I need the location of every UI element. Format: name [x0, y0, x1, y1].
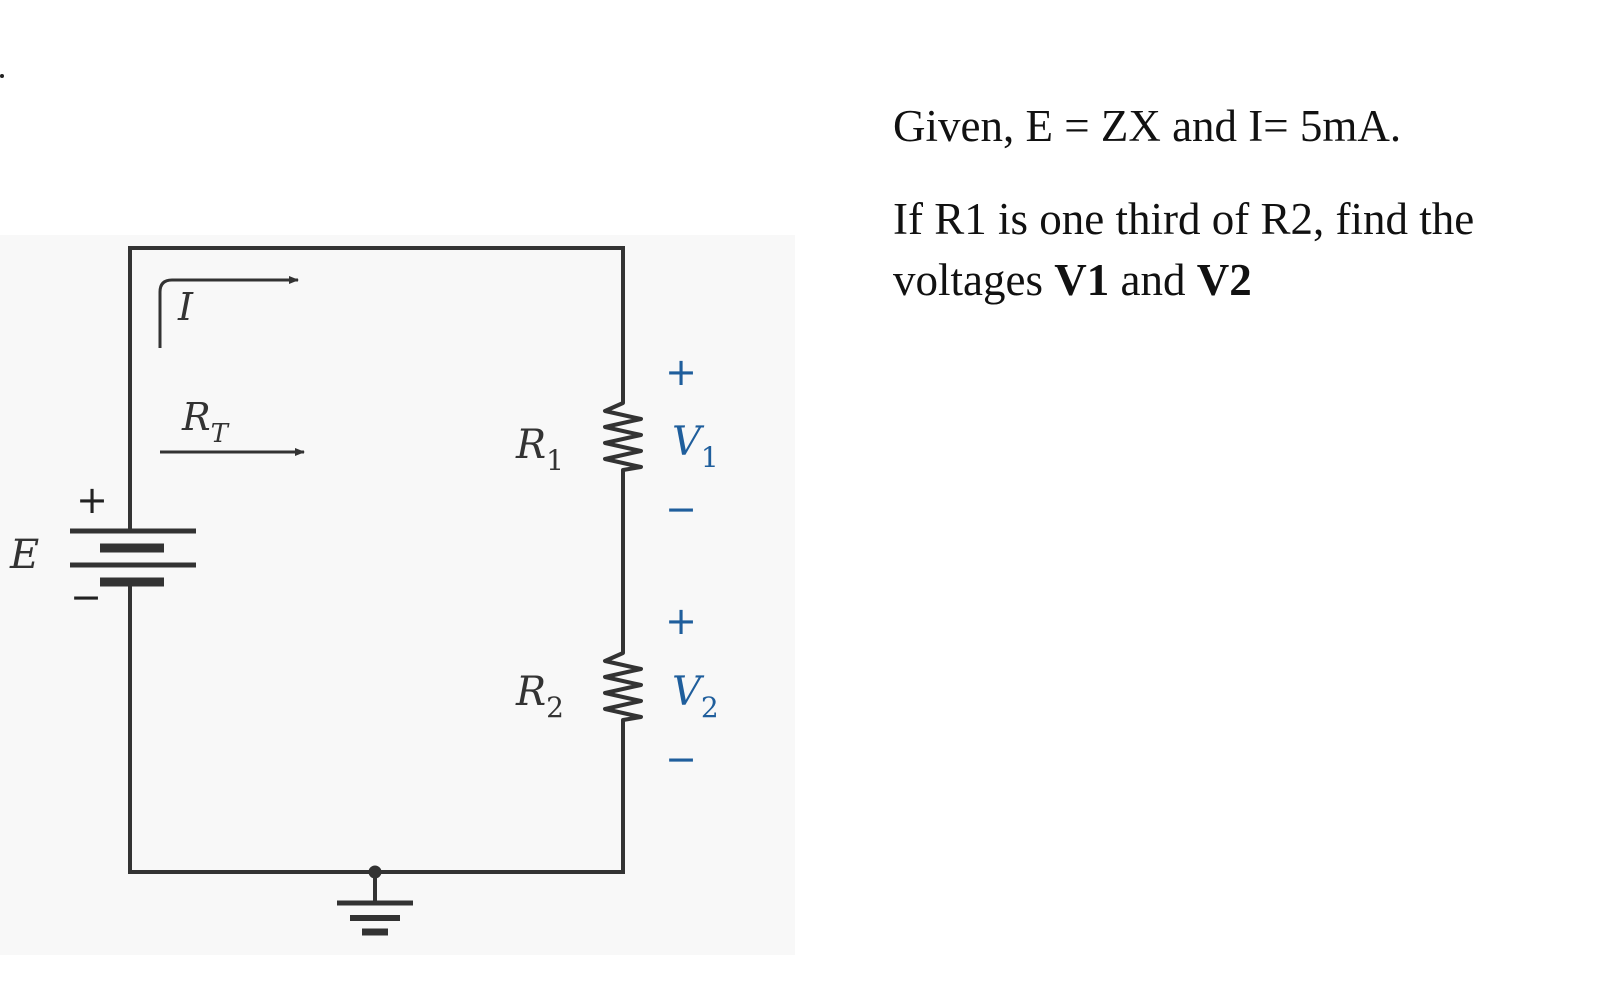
v1-label: V1: [672, 419, 719, 474]
rt-label: RT: [181, 395, 230, 449]
v1-letter: V: [672, 419, 705, 465]
diagram-panel: [0, 235, 795, 955]
stray-dot: [0, 74, 4, 78]
current-label-i: I: [177, 285, 194, 329]
question-text: Given, E = ZX and I= 5mA. If R1 is one t…: [893, 96, 1593, 311]
resistor-r1-zigzag: [603, 395, 643, 478]
problem-prompt: If R1 is one third of R2, find the volta…: [893, 189, 1593, 311]
rt-letter: R: [181, 395, 211, 439]
given-statement: Given, E = ZX and I= 5mA.: [893, 101, 1402, 151]
v2-label: V2: [672, 669, 719, 724]
r1-subscript: 1: [546, 444, 564, 477]
battery-minus-sign: −: [70, 575, 102, 619]
v1-minus-sign: −: [665, 487, 697, 531]
r2-label: R2: [515, 669, 564, 724]
rt-subscript: T: [211, 419, 230, 449]
top-wire: [128, 246, 625, 531]
prompt-v2: V2: [1196, 255, 1252, 305]
ground-symbol: [337, 865, 413, 936]
r2-subscript: 2: [546, 691, 564, 724]
source-label-e: E: [9, 532, 39, 578]
current-arrow: [158, 276, 299, 348]
battery-plus-sign: +: [76, 478, 108, 522]
v2-minus-sign: −: [665, 737, 697, 781]
r1-letter: R: [515, 422, 546, 468]
v2-subscript: 2: [701, 691, 719, 724]
v2-plus-sign: +: [665, 599, 697, 643]
prompt-lead: If R1 is one third of R2, find the volta…: [893, 194, 1475, 305]
r1-label: R1: [515, 422, 564, 477]
prompt-and: and: [1109, 255, 1197, 305]
series-circuit-diagram: + − E I RT R1 R2 + V1 − + V2 −: [0, 235, 795, 955]
prompt-v1: V1: [1054, 255, 1110, 305]
v2-letter: V: [672, 669, 705, 715]
resistor-r2-zigzag: [603, 645, 643, 728]
v1-plus-sign: +: [665, 350, 697, 394]
v1-subscript: 1: [701, 441, 719, 474]
r2-letter: R: [515, 669, 546, 715]
battery-symbol: [70, 528, 196, 587]
